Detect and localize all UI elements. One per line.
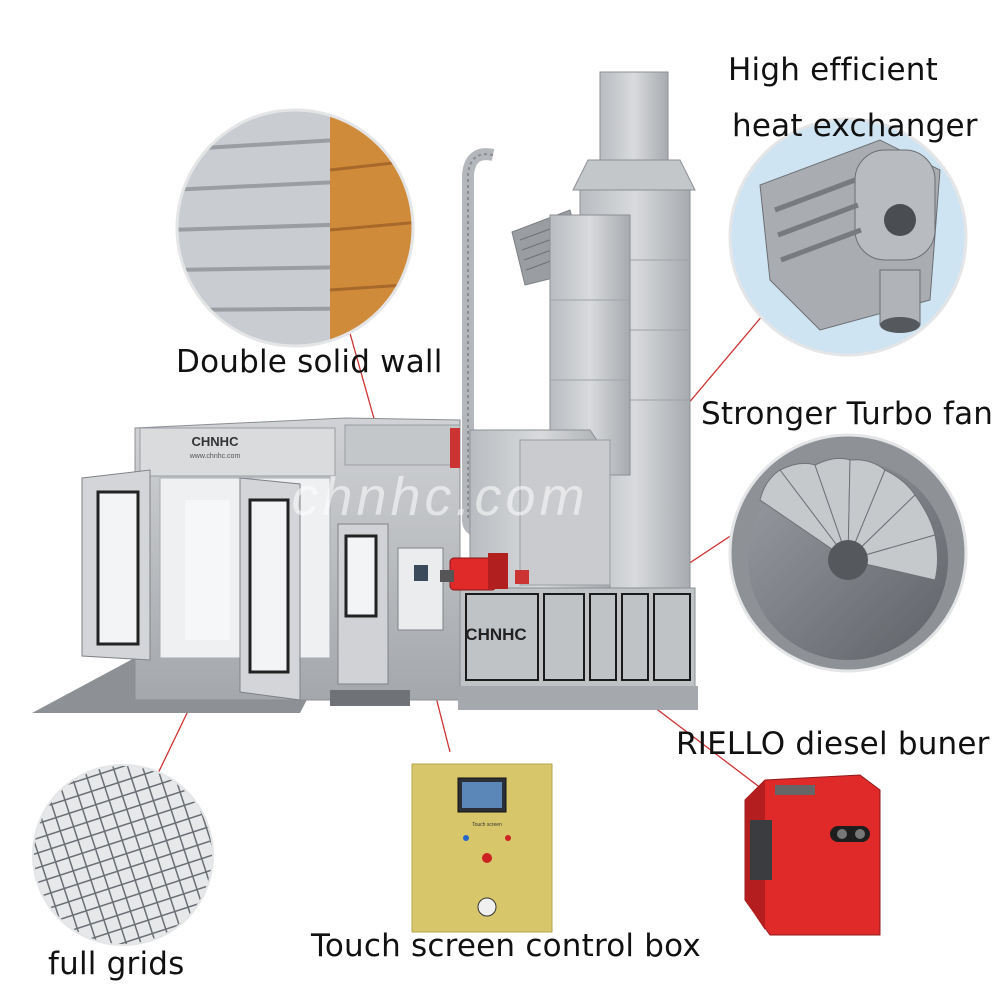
- double-wall-photo: [177, 110, 413, 346]
- turbo-fan-label: Stronger Turbo fan: [701, 396, 994, 432]
- heater-unit: [458, 429, 698, 710]
- booth-url: www.chnhc.com: [189, 453, 241, 460]
- heat-exchanger-photo: [730, 119, 966, 355]
- control-panel-caption: Touch screen: [472, 822, 502, 828]
- heater-logo: CHNHC: [465, 625, 526, 644]
- control-box-photo: [411, 763, 553, 933]
- burner-label: RIELLO diesel buner: [676, 726, 990, 762]
- grids-label: full grids: [48, 946, 185, 982]
- floor-grid-photo: [33, 765, 213, 945]
- spray-booth: [81, 417, 461, 706]
- riello-burner-photo: [744, 774, 881, 936]
- booth-logo: CHNHC: [192, 434, 240, 449]
- heat-exchanger-label-line2: heat exchanger: [732, 108, 978, 144]
- watermark: chnhc.com: [291, 467, 588, 527]
- control-box-label: Touch screen control box: [311, 928, 701, 964]
- turbo-fan-photo: [730, 435, 966, 671]
- burner-on-booth: [440, 553, 508, 591]
- double-wall-label: Double solid wall: [176, 344, 443, 380]
- heat-exchanger-label-line1: High efficient: [728, 52, 938, 88]
